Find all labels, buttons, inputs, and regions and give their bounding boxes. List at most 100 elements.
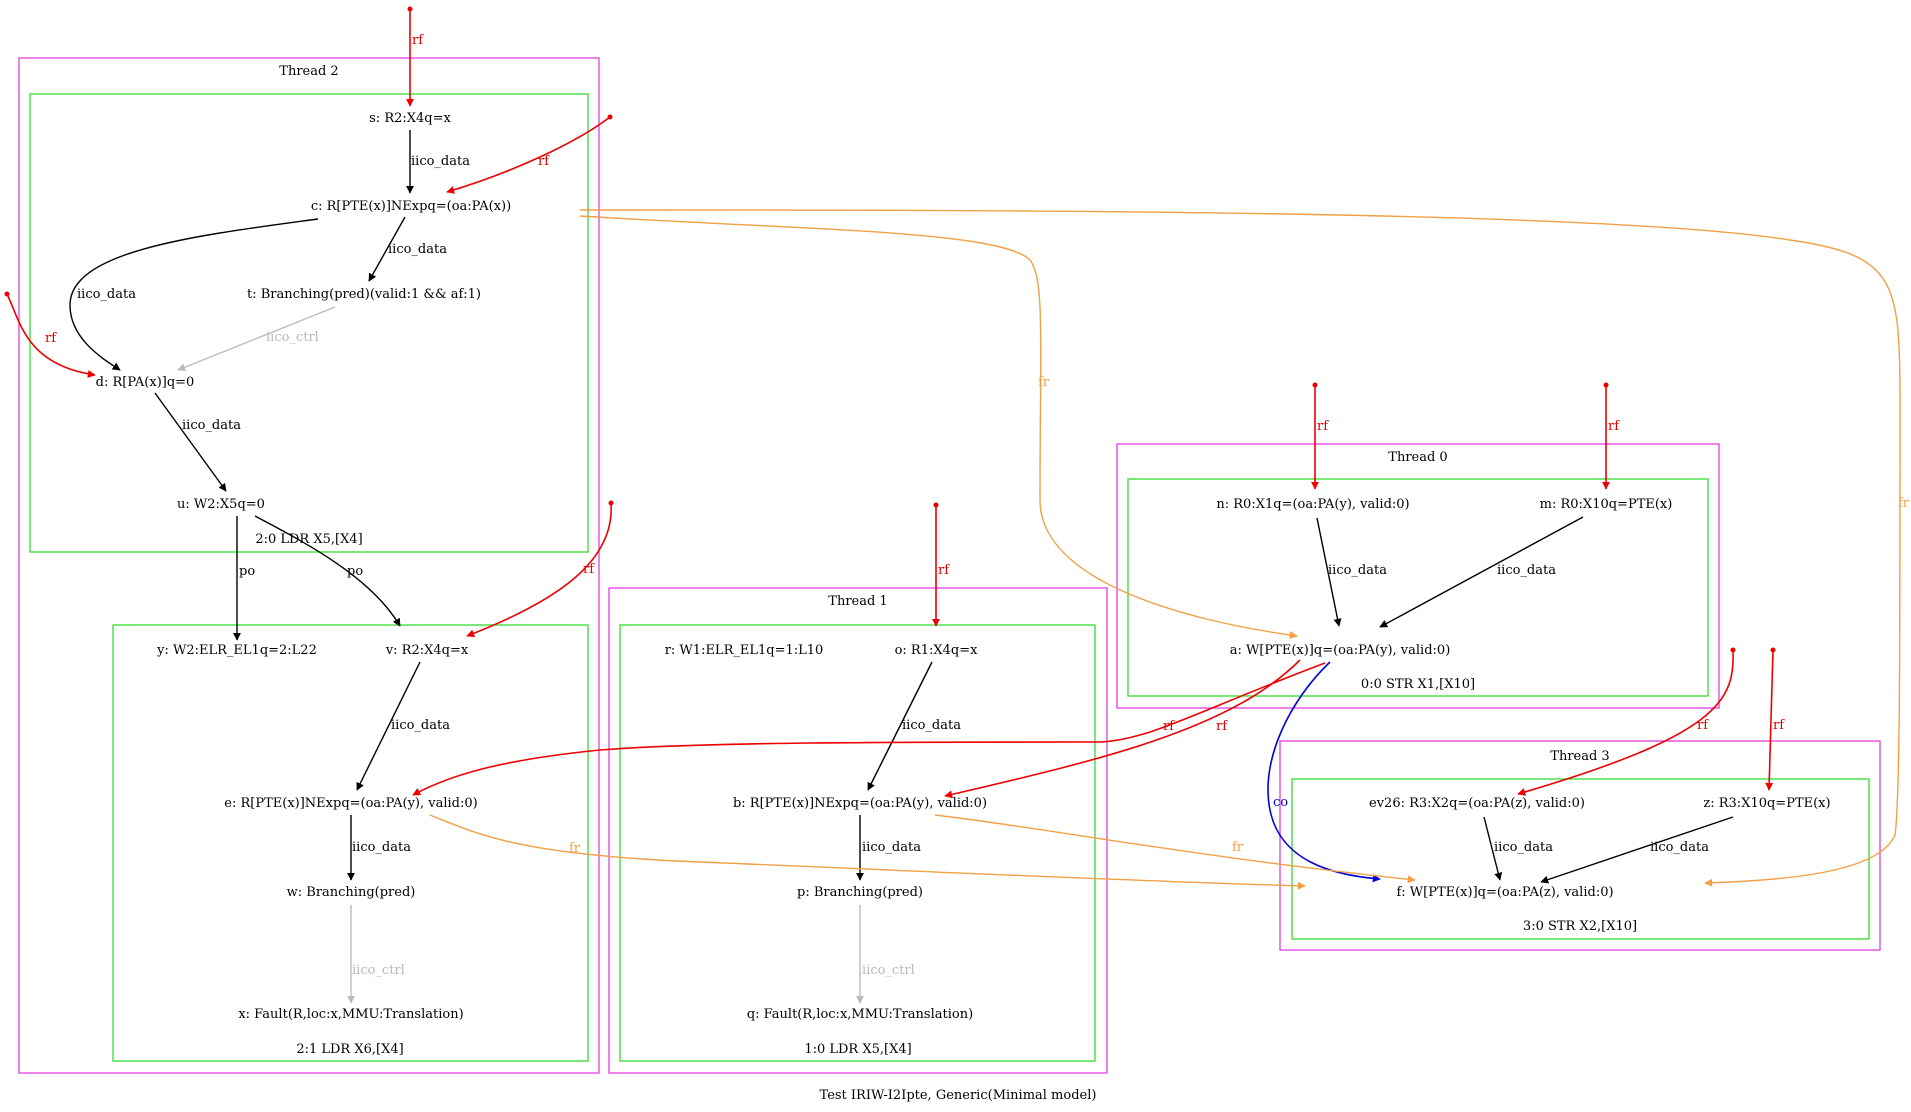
edge-ev26-f: iico_data [1483,816,1553,881]
graph-caption: Test IRIW-I2Ipte, Generic(Minimal model) [820,1088,1097,1103]
edge-label: co [1273,795,1288,810]
node-f: f: W[PTE(x)]q=(oa:PA(z), valid:0) [1396,885,1613,900]
node-b: b: R[PTE(x)]NExpq=(oa:PA(y), valid:0) [733,796,987,811]
node-d: d: R[PA(x)]q=0 [96,375,195,390]
edge-rf-init-c: rf [446,114,613,194]
cluster-thread-0: Thread 0 [1116,443,1720,709]
edge-label: iico_data [862,840,921,855]
cluster-instr-2-0: 2:0 LDR X5,[X4] [29,93,589,553]
node-labels: s: R2:X4q=x c: R[PTE(x)]NExpq=(oa:PA(x))… [96,111,1831,1022]
edge-m-a: iico_data [1379,516,1584,628]
edge-fr-c-a: fr [579,215,1298,639]
thread-1-label: Thread 1 [828,594,887,609]
node-w: w: Branching(pred) [287,885,416,900]
instr-3-0-label: 3:0 STR X2,[X10] [1523,919,1637,934]
edge-o-b: iico_data [867,661,961,791]
edge-v-e: iico_data [356,661,450,791]
edge-label: rf [1773,718,1785,733]
edge-label: fr [1232,840,1244,855]
instr-1-0-label: 1:0 LDR X5,[X4] [804,1042,911,1057]
thread-2-label: Thread 2 [279,64,338,79]
edge-label: rf [1163,719,1175,734]
edge-label: rf [938,563,950,578]
node-e: e: R[PTE(x)]NExpq=(oa:PA(y), valid:0) [224,796,477,811]
node-ev26: ev26: R3:X2q=(oa:PA(z), valid:0) [1369,796,1585,811]
node-z: z: R3:X10q=PTE(x) [1703,796,1830,811]
edge-label: iico_data [1497,563,1556,578]
edge-rf-init-s: rf [406,6,424,107]
edge-label: iico_ctrl [352,963,405,978]
edge-label: iico_data [1650,840,1709,855]
edge-c-d: iico_data [69,218,319,371]
edge-label: rf [412,33,424,48]
edge-label: rf [583,562,595,577]
edge-label: fr [569,841,581,856]
edge-z-f: iico_data [1540,816,1734,884]
edge-u-v: po [254,515,401,627]
edge-c-t: iico_data [368,216,447,282]
edge-label: fr [1898,496,1910,511]
edge-n-a: iico_data [1316,517,1387,627]
node-q: q: Fault(R,loc:x,MMU:Translation) [747,1007,973,1022]
node-p: p: Branching(pred) [797,885,923,900]
instr-0-0-label: 0:0 STR X1,[X10] [1361,677,1475,692]
node-m: m: R0:X10q=PTE(x) [1540,497,1673,512]
node-y: y: W2:ELR_EL1q=2:L22 [156,643,317,658]
node-c: c: R[PTE(x)]NExpq=(oa:PA(x)) [311,199,511,214]
node-s: s: R2:X4q=x [369,111,451,126]
edge-label: iico_ctrl [266,330,319,345]
edge-u-y: po [233,516,255,641]
cluster-instr-2-1: 2:1 LDR X6,[X4] [112,624,589,1062]
edge-label: iico_data [77,287,136,302]
node-o: o: R1:X4q=x [895,643,979,658]
edge-label: rf [1317,419,1329,434]
cluster-thread-1: Thread 1 [608,587,1108,1074]
edge-label: rf [538,154,550,169]
edge-rf-init-m: rf [1602,382,1620,490]
edge-e-w: iico_data [347,815,411,881]
instr-2-0-label: 2:0 LDR X5,[X4] [255,532,362,547]
edge-rf-init-v: rf [466,500,614,638]
node-x: x: Fault(R,loc:x,MMU:Translation) [238,1007,463,1022]
edge-w-x: iico_ctrl [347,905,405,1004]
edge-label: iico_data [902,718,961,733]
node-t: t: Branching(pred)(valid:1 && af:1) [247,287,481,302]
edge-rf-init-d: rf [4,291,96,378]
node-a: a: W[PTE(x)]q=(oa:PA(y), valid:0) [1230,643,1451,658]
edge-label: iico_data [388,242,447,257]
edge-rf-init-z: rf [1765,647,1785,791]
edge-label: iico_data [352,840,411,855]
edge-d-u: iico_data [154,392,241,492]
edge-p-q: iico_ctrl [856,905,915,1004]
thread-0-label: Thread 0 [1388,450,1447,465]
edge-t-d: iico_ctrl [177,306,336,372]
edge-s-c: iico_data [406,130,470,194]
edge-label: fr [1038,375,1050,390]
edge-label: iico_data [391,718,450,733]
edge-rf-a-b: rf [944,659,1301,799]
edge-label: po [239,564,255,579]
edge-label: iico_data [1494,840,1553,855]
edge-fr-e-f: fr [429,814,1306,890]
edge-label: iico_ctrl [862,963,915,978]
edge-fr-c-f: fr [579,209,1910,887]
node-v: v: R2:X4q=x [385,643,469,658]
edge-label: po [347,564,363,579]
edge-fr-b-f: fr [934,814,1416,884]
edge-rf-init-o: rf [932,502,950,627]
edge-co-a-f: co [1267,661,1381,883]
edge-label: rf [45,331,57,346]
instr-2-1-label: 2:1 LDR X6,[X4] [296,1042,403,1057]
cluster-instr-1-0: 1:0 LDR X5,[X4] [619,624,1096,1062]
cluster-thread-2: Thread 2 [18,57,600,1074]
edge-label: iico_data [1328,563,1387,578]
node-r: r: W1:ELR_EL1q=1:L10 [665,643,824,658]
edge-label: rf [1697,718,1709,733]
edge-label: rf [1608,419,1620,434]
edge-rf-init-n: rf [1311,382,1329,490]
edge-rf-init-ev26: rf [1517,647,1736,796]
edge-rf-a-e: rf [412,662,1326,796]
edge-label: iico_data [411,154,470,169]
cluster-instr-0-0: 0:0 STR X1,[X10] [1127,478,1709,697]
